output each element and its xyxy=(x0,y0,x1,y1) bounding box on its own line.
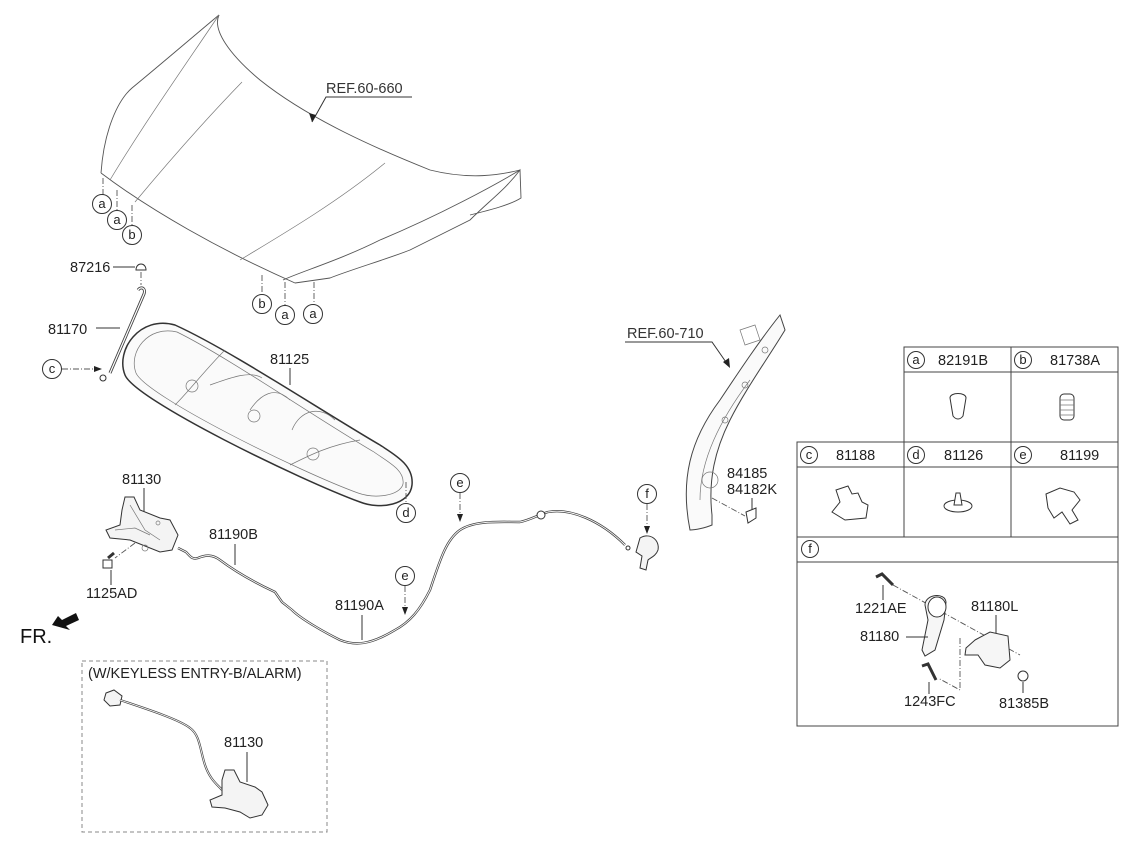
callout-b-hood-1: b xyxy=(122,225,142,245)
label-87216: 87216 xyxy=(70,260,110,276)
legend-cell-a: a 82191B xyxy=(907,351,988,420)
hood-latch: 81130 xyxy=(105,472,179,559)
push-rivet-icon xyxy=(943,492,973,513)
hood-stay-clip: 87216 xyxy=(70,260,147,285)
keyless-label-81130: 81130 xyxy=(224,735,263,751)
hood-callouts xyxy=(102,178,315,305)
threaded-bumper-icon xyxy=(1059,393,1075,421)
svg-text:e: e xyxy=(401,568,408,583)
legend-cell-e: e 81199 xyxy=(1014,446,1099,525)
hood-ref-label: REF.60-660 xyxy=(326,81,403,97)
a-pillar-panel: REF.60-710 xyxy=(625,313,786,531)
callout-e-cable-1: e xyxy=(450,473,470,522)
legend-part-81199: 81199 xyxy=(1060,448,1099,464)
svg-text:d: d xyxy=(912,447,919,462)
detail-label-81385B: 81385B xyxy=(999,696,1049,712)
front-label: FR. xyxy=(20,626,52,648)
cable-clip-icon xyxy=(1045,487,1081,525)
svg-text:e: e xyxy=(456,475,463,490)
legend-part-81126: 81126 xyxy=(944,448,983,464)
detail-label-81180: 81180 xyxy=(860,629,899,645)
callout-c-stay: c xyxy=(42,359,102,379)
svg-text:c: c xyxy=(49,361,56,376)
svg-text:e: e xyxy=(1019,447,1026,462)
svg-text:f: f xyxy=(808,541,812,556)
svg-text:a: a xyxy=(98,196,106,211)
label-84185: 84185 xyxy=(727,466,767,482)
legend-table xyxy=(796,346,1119,727)
legend-cell-c: c 81188 xyxy=(800,446,875,521)
detail-f-assembly: 1221AE 81180 81180L 1243FC 81385B xyxy=(855,572,1049,712)
svg-text:d: d xyxy=(402,505,409,520)
svg-text:b: b xyxy=(1019,352,1026,367)
label-1125AD: 1125AD xyxy=(86,586,137,602)
latch-bolt: 1125AD xyxy=(86,551,137,602)
hood-panel xyxy=(100,14,522,284)
legend-cell-d: d 81126 xyxy=(907,446,983,513)
svg-text:a: a xyxy=(113,212,121,227)
hood-reference: REF.60-660 xyxy=(309,81,412,123)
label-81190B: 81190B xyxy=(209,527,258,543)
svg-text:a: a xyxy=(912,352,920,367)
callout-b-hood-2: b xyxy=(252,294,272,314)
detail-label-1221AE: 1221AE xyxy=(855,601,907,617)
legend-part-81738A: 81738A xyxy=(1050,353,1100,369)
front-arrow-icon xyxy=(52,613,79,630)
callout-a-hood-2: a xyxy=(107,210,127,230)
legend-part-81188: 81188 xyxy=(836,448,875,464)
detail-label-81180L: 81180L xyxy=(971,599,1018,615)
callout-d-pad: d xyxy=(396,503,416,523)
svg-text:a: a xyxy=(309,306,317,321)
label-84182K: 84182K xyxy=(727,482,777,498)
detail-label-1243FC: 1243FC xyxy=(904,694,956,710)
svg-text:c: c xyxy=(806,447,813,462)
label-81125: 81125 xyxy=(270,352,309,368)
bumper-stop-icon xyxy=(949,393,967,420)
svg-text:b: b xyxy=(128,227,135,242)
label-81130: 81130 xyxy=(122,472,161,488)
release-cable: 81190B 81190A xyxy=(177,510,631,645)
label-81170: 81170 xyxy=(48,322,87,338)
svg-text:b: b xyxy=(258,296,265,311)
svg-text:f: f xyxy=(645,486,649,501)
callout-e-cable-2: e xyxy=(395,566,415,615)
legend-part-82191B: 82191B xyxy=(938,353,988,369)
callout-a-hood-3: a xyxy=(275,305,295,325)
hood-insulator: 81125 xyxy=(122,322,413,507)
pillar-ref-label: REF.60-710 xyxy=(627,326,704,342)
keyless-option-box: (W/KEYLESS ENTRY-B/ALARM) 81130 xyxy=(81,660,328,833)
label-81190A: 81190A xyxy=(335,598,384,614)
callout-a-hood-1: a xyxy=(92,194,112,214)
legend-cell-b: b 81738A xyxy=(1014,351,1100,421)
front-direction-indicator: FR. xyxy=(20,613,79,648)
stay-clip-icon xyxy=(831,485,869,521)
pillar-part: 84185 84182K xyxy=(711,466,777,524)
legend-cell-f: f xyxy=(801,540,819,558)
keyless-box-title: (W/KEYLESS ENTRY-B/ALARM) xyxy=(88,666,302,682)
release-handle: f xyxy=(635,484,659,571)
svg-text:a: a xyxy=(281,307,289,322)
hood-stay: 81170 xyxy=(48,286,146,382)
callout-a-hood-4: a xyxy=(303,304,323,324)
